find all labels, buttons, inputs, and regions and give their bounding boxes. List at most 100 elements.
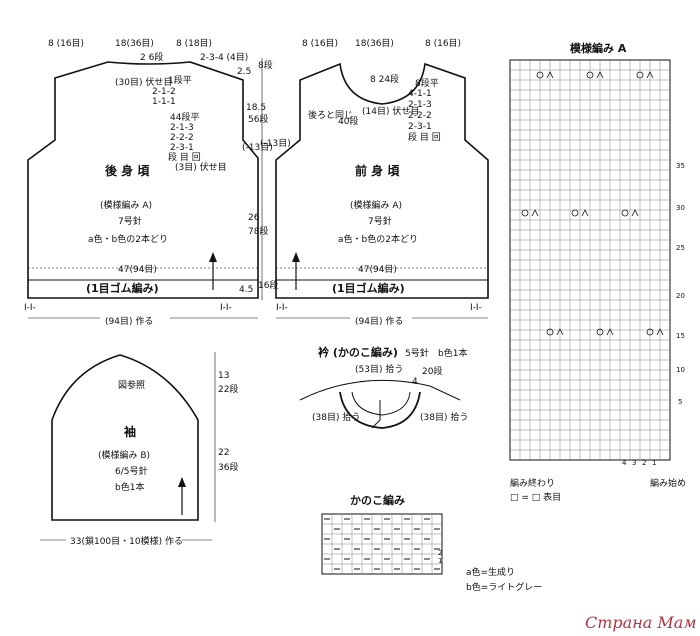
mid-m4: 26 <box>248 213 260 223</box>
chart-a-dec-symbol <box>531 209 539 217</box>
collar-diagram: 衿 (かのこ編み) 5号針 b色1本 (53目) 拾う (38目) 拾う (38… <box>299 345 468 429</box>
back-arm2: 2-2-2 <box>170 133 194 143</box>
chart-a-col-3: 3 <box>632 459 636 467</box>
front-n-hdr: 段 目 回 <box>408 131 441 143</box>
chart-a-yo-symbol <box>546 328 554 336</box>
back-top-left: 8 (16目) <box>48 38 84 49</box>
back-mark-left: I-I- <box>24 303 36 313</box>
chart-a-yo-symbol <box>646 328 654 336</box>
chart-a-legend: □ = □ 表目 <box>510 491 561 503</box>
sleeve-yarn: b色1本 <box>115 481 144 493</box>
sleeve-title: 袖 <box>124 424 136 439</box>
front-yarn: a色・b色の2本どり <box>338 233 418 245</box>
mid-m5r: 16段 <box>258 279 278 291</box>
front-pattern: (模様編み A) <box>350 199 402 211</box>
front-mark-right: I-I- <box>470 303 482 313</box>
sleeve-outline <box>51 354 199 521</box>
chart-a-yo-symbol <box>596 328 604 336</box>
back-top-mid: 18(36目) <box>115 38 154 49</box>
back-neck-rows: 2 6段 <box>140 51 163 63</box>
sleeve-h1: 13 <box>218 371 229 381</box>
sleeve-ref: 図参照 <box>118 379 145 391</box>
collar-height-rows: 20段 <box>422 365 442 377</box>
back-arm-head: 44段平 <box>170 111 199 123</box>
front-title: 前 身 頃 <box>355 163 400 178</box>
back-shoulder2: 1-1-1 <box>152 97 176 107</box>
kanoko-row-1: 1 <box>438 557 442 565</box>
back-yarn: a色・b色の2本どり <box>88 233 168 245</box>
front-top-right: 8 (16目) <box>425 38 461 49</box>
front-neck-rows: 8 24段 <box>370 73 399 85</box>
chart-a-start: 編み始め <box>650 477 686 489</box>
sleeve-h2: 22 <box>218 448 229 458</box>
back-arm-bind: (3目) 伏せ目 <box>175 161 227 173</box>
back-cast: (94目) 作る <box>105 315 153 327</box>
front-outline <box>275 62 489 299</box>
front-mark-left: I-I- <box>276 303 288 313</box>
middle-measurements: 2.5 8段 18.5 56段 (-13目) 26 78段 4.5 16段 <box>237 58 278 300</box>
front-top-mid: 18(36目) <box>355 38 394 49</box>
kanoko-row-2: 2 <box>438 549 442 557</box>
chart-a-yo-symbol <box>621 209 629 217</box>
front-n4: 2-3-1 <box>408 122 432 132</box>
back-outline <box>27 61 259 299</box>
chart-a-yo-symbol <box>636 71 644 79</box>
back-top-right: 8 (18目) <box>176 38 212 49</box>
chart-a-end: 編み終わり <box>510 477 555 489</box>
sleeve-h2r: 36段 <box>218 461 238 473</box>
chart-a-title: 模様編み A <box>570 41 627 55</box>
back-piece: 8 (16目) 18(36目) 8 (18目) 2 6段 2-3-4 (4目) … <box>24 38 259 327</box>
chart-a-yo-symbol <box>536 71 544 79</box>
chart-a-row-5: 5 <box>678 398 682 406</box>
front-n3: 2-2-2 <box>408 111 432 121</box>
sleeve-needle: 6/5号針 <box>115 465 148 477</box>
back-width: 47(94目) <box>118 264 157 275</box>
mid-m2: 18.5 <box>246 103 266 113</box>
front-n2: 2-1-3 <box>408 100 432 110</box>
chart-a-yo-symbol <box>521 209 529 217</box>
chart-a-col-2: 2 <box>642 459 646 467</box>
front-piece: 8 (16目) 18(36目) 8 (16目) 8 24段 後ろと同じ 40段 … <box>260 38 489 327</box>
collar-right-pick: (38目) 拾う <box>420 411 468 423</box>
chart-a-dec-symbol <box>646 71 654 79</box>
back-arm1: 2-1-3 <box>170 123 194 133</box>
sleeve-pattern: (模様編み B) <box>98 449 150 461</box>
collar-height: 4 <box>412 377 418 387</box>
mid-m2r: 56段 <box>248 113 268 125</box>
chart-a-yo-symbol <box>586 71 594 79</box>
mid-m1: 2.5 <box>237 67 251 77</box>
sleeve-piece: 図参照 袖 (模様編み B) 6/5号針 b色1本 13 22段 22 36段 … <box>40 352 238 547</box>
mid-m1r: 8段 <box>258 59 273 71</box>
back-shoulder-head: 1段平 <box>168 74 192 86</box>
chart-a-yo-symbol <box>571 209 579 217</box>
chart-a-row-20: 20 <box>676 292 685 300</box>
collar-title: 衿 (かのこ編み) <box>318 345 398 359</box>
front-width: 47(94目) <box>358 264 397 275</box>
chart-a-dec-symbol <box>606 328 614 336</box>
front-back-same: 後ろと同じ <box>308 109 353 121</box>
collar-back-pick: (53目) 拾う <box>355 363 403 375</box>
kanoko-title: かのこ編み <box>350 493 405 507</box>
back-pattern: (模様編み A) <box>100 199 152 211</box>
chart-a-dec-symbol <box>581 209 589 217</box>
mid-m4r: 78段 <box>248 225 268 237</box>
back-bind: (30目) 伏せ目 <box>115 76 172 88</box>
collar-left-pick: (38目) 拾う <box>312 411 360 423</box>
chart-a-dec-symbol <box>596 71 604 79</box>
back-shoulder1: 2-1-2 <box>152 87 176 97</box>
back-title: 後 身 頃 <box>105 163 150 178</box>
watermark: Страна Мам <box>585 613 697 632</box>
chart-a-row-35: 35 <box>676 162 685 170</box>
front-top-left: 8 (16目) <box>302 38 338 49</box>
chart-a-row-10: 10 <box>676 366 685 374</box>
sleeve-cast: 33(鎖100目・10模様) 作る <box>70 535 183 547</box>
chart-a-row-25: 25 <box>676 244 685 252</box>
front-needle: 7号針 <box>368 215 392 227</box>
front-bind: (14目) 伏せ目 <box>362 105 419 117</box>
front-depth: 40段 <box>338 115 358 127</box>
back-arm-hdr: 段 目 回 <box>168 151 201 163</box>
kanoko-grid <box>321 513 443 575</box>
back-arm3: 2-3-1 <box>170 143 194 153</box>
sleeve-h1r: 22段 <box>218 383 238 395</box>
